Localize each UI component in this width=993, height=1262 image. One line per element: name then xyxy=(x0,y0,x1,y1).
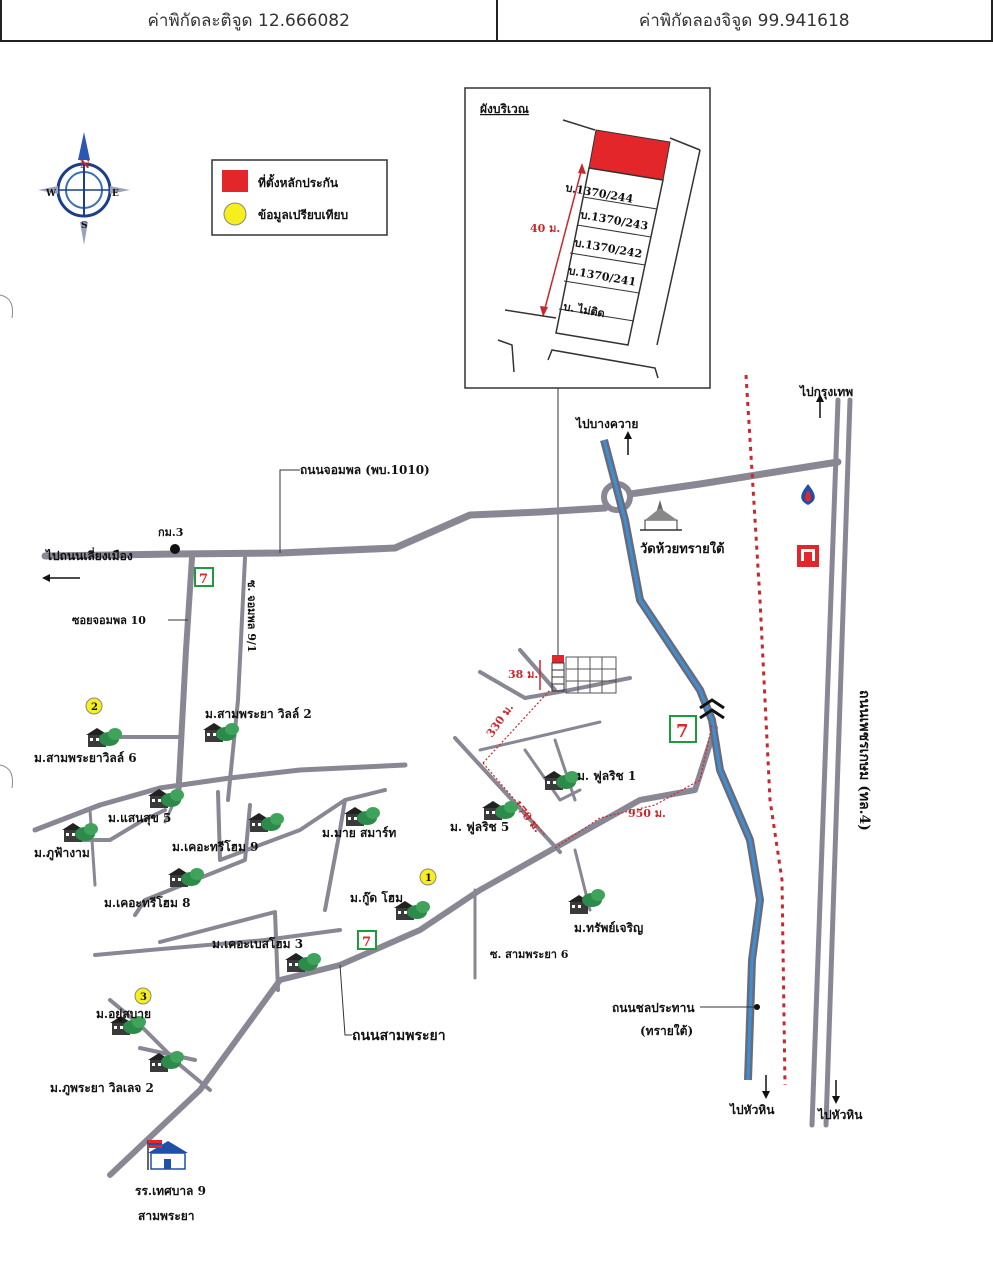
comparable-marker-1: 1 xyxy=(419,868,437,886)
label-soi-jompol9-1: ซ. จอมพล 9/1 xyxy=(245,580,258,653)
label-fullrich5: ม. ฟูลริช 5 xyxy=(450,820,509,835)
seven-eleven-icon-2: 7 xyxy=(669,715,697,743)
label-canal-road: ถนนชลประทาน xyxy=(612,1001,695,1015)
seven-eleven-icon-1: 7 xyxy=(194,567,214,587)
arrow-down-icon-2 xyxy=(832,1096,840,1104)
label-soi-jompol10: ซอยจอมพล 10 xyxy=(72,614,146,627)
comparable-marker-2: 2 xyxy=(85,697,103,715)
coordinate-header: ค่าพิกัดละติจูด 12.666082 ค่าพิกัดลองจิจ… xyxy=(0,0,993,42)
canal xyxy=(600,438,764,1081)
compass-icon: N S E W xyxy=(38,132,130,245)
sam-phraya-road xyxy=(107,725,718,1178)
arrow-left-icon xyxy=(42,574,50,582)
label-bestthome3: ม.เคอะเบสโฮม 3 xyxy=(212,936,303,951)
distance-950: 950 ม. xyxy=(628,807,666,820)
bridge-icon xyxy=(699,698,725,720)
label-countryhome9: ม.เคอะทรีโฮม 9 xyxy=(172,839,258,854)
label-saensuk5: ม.แสนสุข 5 xyxy=(108,811,171,826)
arrow-up-icon-2 xyxy=(624,431,632,439)
label-school-line1: รร.เทศบาล 9 xyxy=(135,1184,206,1198)
label-to-ring-road: ไปถนนเลี่ยงเมือง xyxy=(44,547,133,563)
svg-text:7: 7 xyxy=(199,572,208,587)
compass-e: E xyxy=(112,189,119,199)
phetkasem-highway xyxy=(809,397,841,1128)
inset-site-plan: ผังบริเวณ บ.1370/244 บ.1370/243 บ.1370/2… xyxy=(464,87,711,655)
label-sam-phraya: ถนนสามพระยา xyxy=(352,1028,446,1044)
label-sapcharoen: ม.ทรัพย์เจริญ xyxy=(574,921,643,935)
label-yusabai: ม.อยู่สบาย xyxy=(96,1007,151,1022)
label-school-line2: สามพระยา xyxy=(138,1209,195,1223)
svg-text:1: 1 xyxy=(425,873,432,884)
latitude-label: ค่าพิกัดละติจูด 12.666082 xyxy=(0,0,498,40)
village-labels: ม.สามพระยา วิลล์ 2 ม.สามพระยาวิลล์ 6 ม.แ… xyxy=(34,707,643,1096)
label-canal-road-sub: (ทรายใต้) xyxy=(640,1023,693,1038)
arrow-down-icon xyxy=(762,1091,770,1099)
label-phetkasem: ถนนเพชรเกษม (ทล.4) xyxy=(856,690,872,831)
inset-title: ผังบริเวณ xyxy=(480,102,529,116)
label-phufangam: ม.ภูฟ้างาม xyxy=(34,846,90,861)
compass-w: W xyxy=(45,189,57,199)
village-icon xyxy=(543,771,579,790)
km3-marker-icon xyxy=(170,544,180,554)
inset-dimension: 40 ม. xyxy=(530,222,560,235)
label-mysmart: ม.มาย สมาร์ท xyxy=(322,826,396,840)
label-km3: กม.3 xyxy=(158,526,183,539)
svg-text:7: 7 xyxy=(676,721,689,742)
binder-hole-top xyxy=(0,294,13,319)
village-icon xyxy=(482,801,518,820)
legend: ที่ตั้งหลักประกัน ข้อมูลเปรียบเทียบ xyxy=(211,159,388,236)
distance-330: 330 ม. xyxy=(484,701,516,739)
road-labels: ถนนจอมพล (พบ.1010) กม.3 ไปถนนเลี่ยงเมือง… xyxy=(42,463,872,1044)
label-to-hua-hin-canal: ไปหัวหิน xyxy=(728,1102,775,1117)
comparable-swatch xyxy=(223,202,247,226)
label-soi-sam-phraya6: ซ. สามพระยา 6 xyxy=(490,948,569,961)
arrow-up-icon xyxy=(816,394,824,402)
road-network xyxy=(32,397,853,1178)
compass-n: N xyxy=(80,158,90,171)
svg-text:7: 7 xyxy=(362,935,371,950)
legend-collateral: ที่ตั้งหลักประกัน xyxy=(258,173,339,190)
longitude-label: ค่าพิกัดลองจิจูด 99.941618 xyxy=(498,0,993,40)
direction-labels: ไปกรุงเทพ ไปบางควาย ไปหัวหิน ไปหัวหิน xyxy=(574,384,863,1122)
label-to-bang-khwai: ไปบางควาย xyxy=(574,416,638,431)
binder-hole-bottom xyxy=(0,764,13,789)
label-phuphraya: ม.ภูพระยา วิลเลจ 2 xyxy=(50,1081,154,1096)
label-countryhome8: ม.เคอะทรีโฮม 8 xyxy=(104,895,190,910)
svg-text:3: 3 xyxy=(140,992,147,1003)
comparable-marker-3: 3 xyxy=(134,987,152,1005)
collateral-swatch xyxy=(222,170,248,192)
label-goodhome: ม.กู๊ด โฮม xyxy=(350,890,403,906)
label-samphraya-villa2: ม.สามพระยา วิลล์ 2 xyxy=(205,707,312,721)
village-icon xyxy=(86,728,122,747)
village-icon xyxy=(168,868,204,887)
store-brand-icon xyxy=(797,545,819,567)
village-icon xyxy=(248,813,284,832)
legend-comparable: ข้อมูลเปรียบเทียบ xyxy=(258,208,348,223)
village-icon xyxy=(344,807,380,826)
svg-text:2: 2 xyxy=(91,702,98,713)
label-jompol-road: ถนนจอมพล (พบ.1010) xyxy=(300,463,430,477)
label-samphraya-villa6: ม.สามพระยาวิลล์ 6 xyxy=(34,751,137,765)
temple-icon xyxy=(640,500,682,531)
compass-s: S xyxy=(81,221,88,231)
label-fullrich1: ม. ฟูลริช 1 xyxy=(577,769,636,784)
seven-eleven-icon-3: 7 xyxy=(357,930,377,950)
red-dashed-boundary xyxy=(744,374,787,1086)
label-to-hua-hin-highway: ไปหัวหิน xyxy=(816,1107,863,1122)
label-temple: วัดห้วยทรายใต้ xyxy=(640,540,725,557)
subject-site xyxy=(539,655,617,694)
fuel-station-icon xyxy=(801,484,815,505)
label-to-bangkok: ไปกรุงเทพ xyxy=(798,384,853,400)
canal-road-marker-icon xyxy=(754,1004,760,1010)
school-icon xyxy=(147,1140,188,1170)
distance-38: 38 ม. xyxy=(508,668,538,681)
